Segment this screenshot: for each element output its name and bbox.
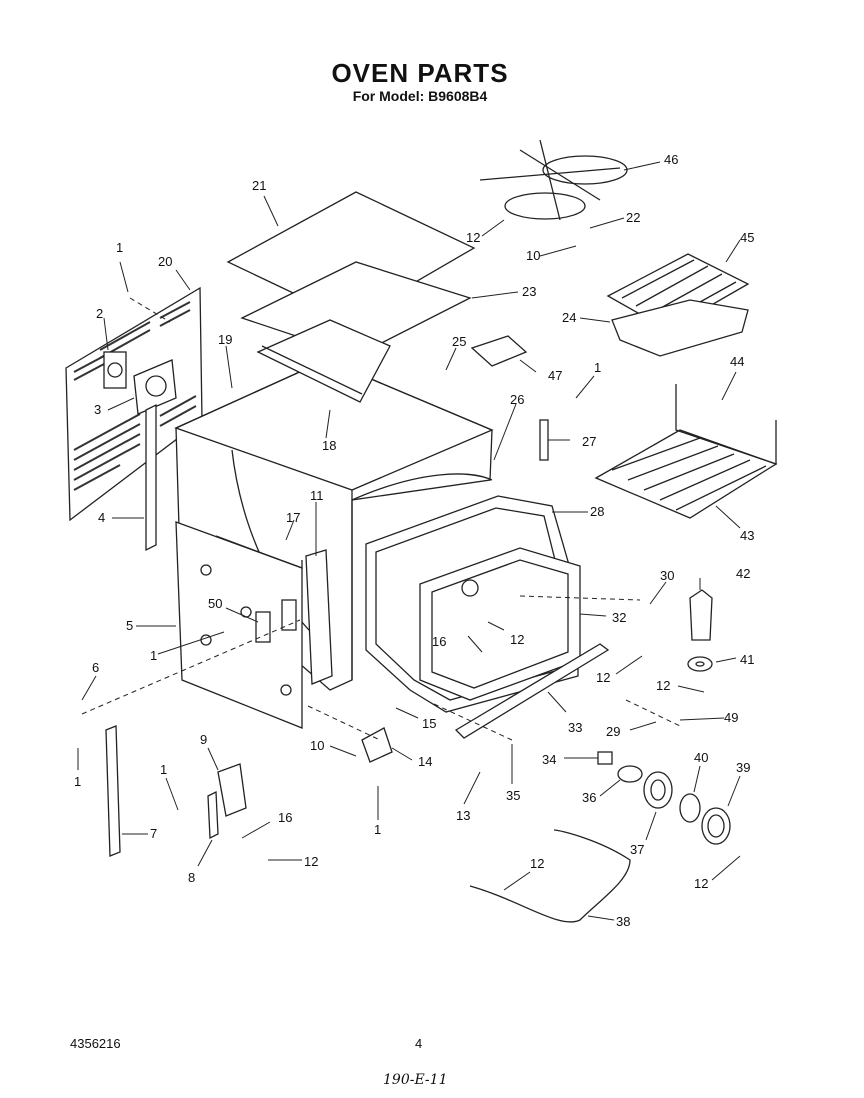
ring-part-40 <box>679 793 701 823</box>
callout-42: 42 <box>736 566 750 581</box>
callout-39: 39 <box>736 760 750 775</box>
ring-part-39 <box>701 807 731 845</box>
callout-12e: 12 <box>656 678 670 693</box>
callout-10a: 10 <box>526 248 540 263</box>
callout-1: 1 <box>116 240 123 255</box>
clip-part-27 <box>539 419 549 461</box>
callout-1f: 1 <box>374 822 381 837</box>
washer-part-41 <box>687 656 713 672</box>
callout-37: 37 <box>630 842 644 857</box>
callout-30: 30 <box>660 568 674 583</box>
callout-47: 47 <box>548 368 562 383</box>
callout-21: 21 <box>252 178 266 193</box>
callout-12a: 12 <box>466 230 480 245</box>
callout-46: 46 <box>664 152 678 167</box>
callout-32: 32 <box>612 610 626 625</box>
callout-1c: 1 <box>150 648 157 663</box>
callout-12g: 12 <box>530 856 544 871</box>
oven-rack-part-43 <box>594 429 778 519</box>
knob-part-42 <box>689 589 713 641</box>
trim-strip-part-7 <box>105 725 121 857</box>
rear-panel-part-20 <box>65 286 203 522</box>
callout-11: 11 <box>310 488 324 503</box>
callout-29: 29 <box>606 724 620 739</box>
callout-13: 13 <box>456 808 470 823</box>
callout-26: 26 <box>510 392 524 407</box>
callout-25: 25 <box>452 334 466 349</box>
callout-8: 8 <box>188 870 195 885</box>
callout-12d: 12 <box>596 670 610 685</box>
strip-part-33 <box>454 643 610 739</box>
callout-45: 45 <box>740 230 754 245</box>
callout-12b: 12 <box>304 854 318 869</box>
callout-1d: 1 <box>74 774 81 789</box>
leader-lines <box>77 161 741 921</box>
trough-part-18 <box>256 319 391 403</box>
rack-guard-part-44 <box>675 384 777 465</box>
callout-1e: 1 <box>160 762 167 777</box>
callout-4: 4 <box>98 510 105 525</box>
callout-23: 23 <box>522 284 536 299</box>
callout-41: 41 <box>740 652 754 667</box>
bracket-part-2 <box>103 351 127 389</box>
callout-1b: 1 <box>594 360 601 375</box>
callout-36: 36 <box>582 790 596 805</box>
bulb-part-36 <box>617 765 643 783</box>
callout-12c: 12 <box>510 632 524 647</box>
model-subtitle: For Model: B9608B4 <box>352 88 488 104</box>
callout-14: 14 <box>418 754 432 769</box>
callout-9: 9 <box>200 732 207 747</box>
callout-34: 34 <box>542 752 556 767</box>
callout-20: 20 <box>158 254 172 269</box>
ring-part-37 <box>643 771 673 809</box>
callout-16a: 16 <box>278 810 292 825</box>
diagram-title: OVEN PARTS <box>331 58 509 88</box>
handwritten-note: 190-E-11 <box>383 1072 448 1088</box>
callout-22: 22 <box>626 210 640 225</box>
callout-50: 50 <box>208 596 222 611</box>
callout-40: 40 <box>694 750 708 765</box>
callout-15: 15 <box>422 716 436 731</box>
callout-10b: 10 <box>310 738 324 753</box>
callout-labels: 1 20 2 19 3 4 21 23 25 47 18 26 27 1 46 … <box>74 152 754 929</box>
callout-18: 18 <box>322 438 336 453</box>
callout-19: 19 <box>218 332 232 347</box>
bracket-part-14 <box>361 727 393 763</box>
socket-part-34 <box>597 751 613 765</box>
broil-element-part-46 <box>479 139 628 221</box>
callout-35: 35 <box>506 788 520 803</box>
callout-2: 2 <box>96 306 103 321</box>
pad-part-47 <box>470 335 528 367</box>
side-panel-part-17 <box>215 535 303 569</box>
callout-7: 7 <box>150 826 157 841</box>
callout-27: 27 <box>582 434 596 449</box>
callout-24: 24 <box>562 310 576 325</box>
callout-6: 6 <box>92 660 99 675</box>
callout-44: 44 <box>730 354 744 369</box>
bracket-part-9 <box>217 763 247 817</box>
callout-28: 28 <box>590 504 604 519</box>
channel-part-11 <box>305 549 333 685</box>
callout-17: 17 <box>286 510 300 525</box>
callout-12f: 12 <box>694 876 708 891</box>
document-number: 4356216 <box>70 1036 121 1051</box>
callout-33: 33 <box>568 720 582 735</box>
broiler-pan-base-part-24 <box>611 299 749 357</box>
callout-38: 38 <box>616 914 630 929</box>
callout-5: 5 <box>126 618 133 633</box>
side-strip-part-4 <box>145 403 157 552</box>
bake-element-part-38 <box>469 829 631 923</box>
strip-part-8 <box>207 790 219 840</box>
callout-3: 3 <box>94 402 101 417</box>
callout-49: 49 <box>724 710 738 725</box>
callout-16b: 16 <box>432 634 446 649</box>
callout-43: 43 <box>740 528 754 543</box>
page-number: 4 <box>415 1036 423 1051</box>
motor-bracket-part-3 <box>133 359 177 415</box>
